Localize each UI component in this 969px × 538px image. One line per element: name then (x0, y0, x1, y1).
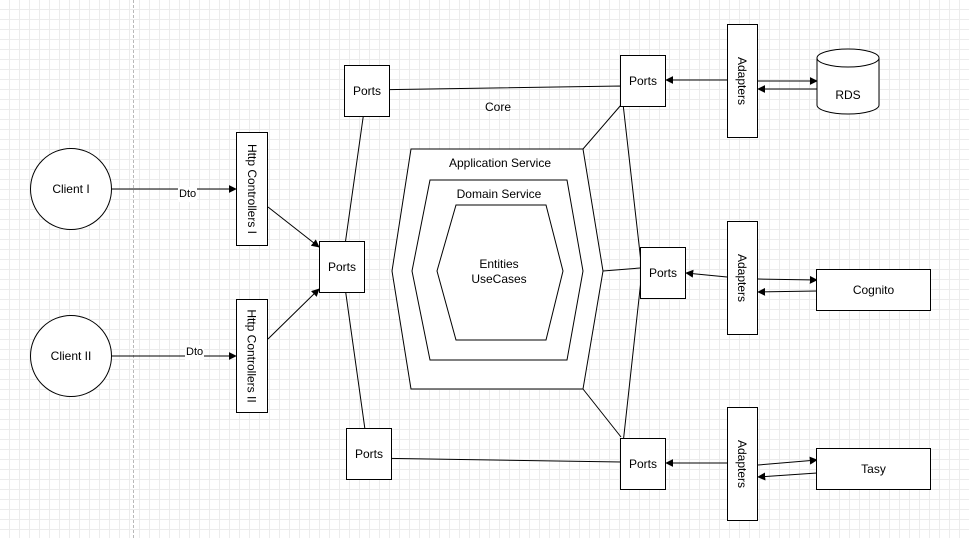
cognito-label: Cognito (852, 283, 895, 297)
ports-mid-right-label: Ports (648, 266, 677, 280)
page-guide-line (133, 0, 134, 538)
http-controllers-2-node[interactable]: Http Controllers II (236, 299, 268, 413)
rds-label: RDS (835, 88, 861, 102)
entities-label: Entities (479, 257, 519, 271)
edge-adapters-tasy (757, 456, 818, 466)
client-1-label: Client I (52, 182, 90, 196)
adapters-mid-label: Adapters (735, 253, 750, 303)
link-appservice-ports-mid-right (602, 267, 641, 272)
adapters-top-node[interactable]: Adapters (727, 24, 758, 138)
edge-controllers2-ports (267, 288, 320, 340)
http-controllers-1-node[interactable]: Http Controllers I (236, 132, 268, 246)
edge-adapters-cognito (757, 275, 818, 284)
tasy-node[interactable]: Tasy (816, 448, 931, 490)
adapters-mid-node[interactable]: Adapters (727, 221, 758, 335)
rds-database-icon (816, 48, 880, 115)
edge-tasy-adapters (757, 472, 818, 481)
client-2-node[interactable]: Client II (30, 315, 112, 397)
edge-controllers1-ports (267, 206, 320, 248)
ports-mid-right-node[interactable]: Ports (640, 247, 686, 299)
link-appservice-ports-top-right (582, 104, 622, 150)
dto-label-2: Dto (185, 345, 205, 360)
adapters-bottom-node[interactable]: Adapters (727, 407, 758, 521)
ports-bottom-left-label: Ports (354, 447, 383, 461)
ports-top-right-label: Ports (628, 74, 657, 88)
core-label: Core (484, 100, 511, 114)
domain-service-label: Domain Service (456, 187, 542, 201)
ports-bottom-right-node[interactable]: Ports (620, 438, 666, 490)
link-appservice-ports-bottom-right (582, 388, 622, 438)
ports-bottom-right-label: Ports (628, 457, 657, 471)
client-1-node[interactable]: Client I (30, 148, 112, 230)
cognito-node[interactable]: Cognito (816, 269, 931, 311)
ports-bottom-left-node[interactable]: Ports (346, 428, 392, 480)
application-service-label: Application Service (448, 156, 552, 170)
dto-label-1: Dto (178, 187, 198, 202)
usecases-label: UseCases (471, 272, 527, 286)
client-2-label: Client II (50, 349, 92, 363)
ports-left-label: Ports (327, 260, 356, 274)
entities-usecases-hexagon (436, 204, 564, 341)
edge-adapters-mid-ports (685, 269, 728, 278)
ports-top-left-label: Ports (352, 84, 381, 98)
ports-top-right-node[interactable]: Ports (620, 55, 666, 107)
tasy-label: Tasy (861, 462, 886, 476)
ports-top-left-node[interactable]: Ports (344, 65, 390, 117)
ports-left-node[interactable]: Ports (319, 241, 365, 293)
adapters-bottom-label: Adapters (735, 439, 750, 489)
http-controllers-1-label: Http Controllers I (245, 143, 259, 235)
adapters-top-label: Adapters (735, 56, 750, 106)
edge-cognito-adapters (757, 287, 818, 296)
http-controllers-2-label: Http Controllers II (245, 309, 259, 403)
